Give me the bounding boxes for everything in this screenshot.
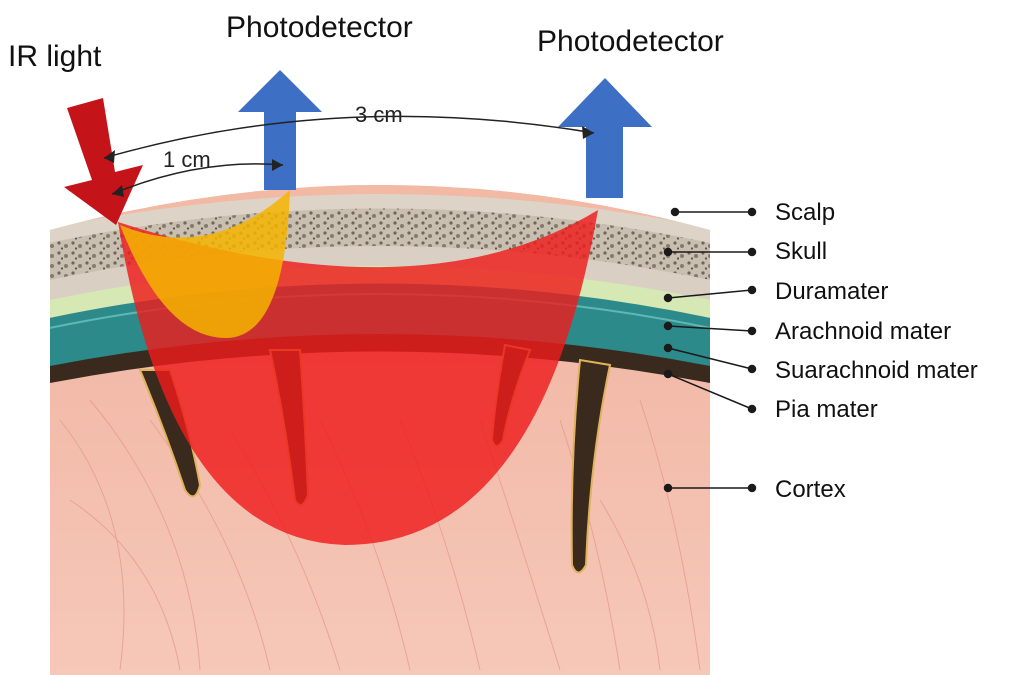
leader-cortex-dot-b — [749, 485, 756, 492]
leader-skull-dot-a — [665, 249, 672, 256]
photodetector-far-label: Photodetector — [537, 25, 724, 58]
ir-light-label: IR light — [8, 40, 102, 73]
leader-pia-dot-b — [749, 406, 756, 413]
label-duramater: Duramater — [775, 278, 888, 305]
label-subarachnoid: Suarachnoid mater — [775, 357, 978, 384]
layer-labels: Scalp Skull Duramater Arachnoid mater Su… — [775, 199, 978, 503]
leader-arachnoid-dot-a — [665, 323, 672, 330]
label-skull: Skull — [775, 238, 827, 265]
far-distance-label: 3 cm — [355, 102, 403, 127]
leader-arachnoid-dot-b — [749, 328, 756, 335]
leader-cortex-dot-a — [665, 485, 672, 492]
leader-scalp-dot-a — [672, 209, 679, 216]
photodetector-near-arrow — [238, 70, 322, 190]
leader-scalp-dot-b — [749, 209, 756, 216]
leader-subarachnoid-dot-b — [749, 366, 756, 373]
near-distance-label: 1 cm — [163, 147, 211, 172]
label-scalp: Scalp — [775, 199, 835, 226]
label-arachnoid: Arachnoid mater — [775, 318, 951, 345]
leader-dura-dot-a — [665, 295, 672, 302]
label-pia: Pia mater — [775, 396, 878, 423]
leader-skull-dot-b — [749, 249, 756, 256]
leader-pia-dot-a — [665, 371, 672, 378]
leader-dura-dot-b — [749, 287, 756, 294]
photodetector-far-arrow — [558, 78, 652, 198]
photodetector-near-label: Photodetector — [226, 11, 413, 44]
leader-subarachnoid-dot-a — [665, 345, 672, 352]
label-cortex: Cortex — [775, 476, 846, 503]
ir-light-arrow — [64, 98, 143, 225]
